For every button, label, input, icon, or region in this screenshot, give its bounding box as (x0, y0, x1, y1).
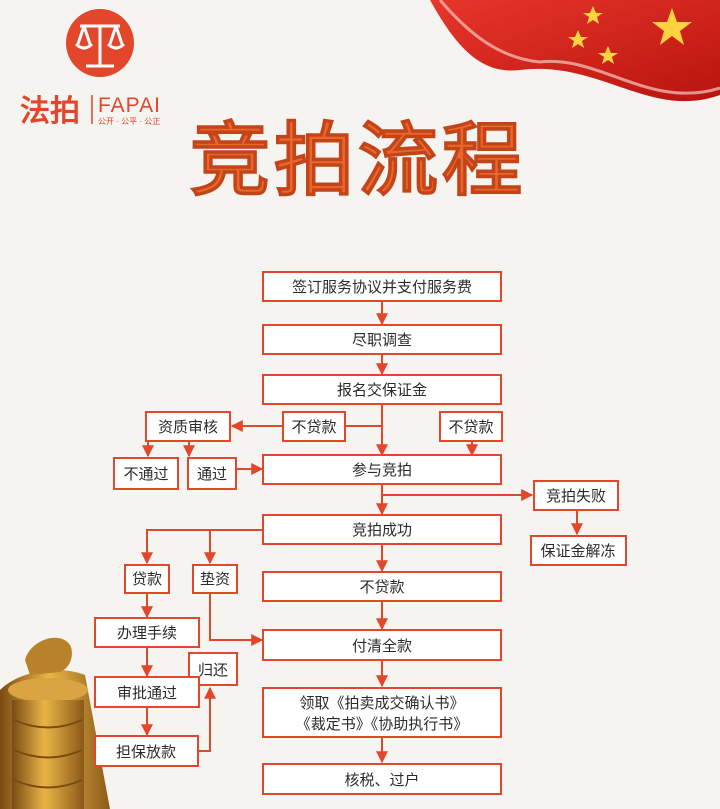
node-label: 垫资 (200, 570, 230, 588)
node-bid-success: 竞拍成功 (262, 514, 502, 545)
node-label-line1: 领取《拍卖成交确认书》 (299, 694, 464, 712)
red-flag-decoration (430, 0, 720, 102)
node-label: 报名交保证金 (337, 381, 427, 399)
node-label: 担保放款 (116, 743, 176, 761)
node-label: 办理手续 (117, 624, 177, 642)
node-due-diligence: 尽职调查 (262, 324, 502, 355)
node-no-loan-center: 不贷款 (262, 571, 502, 602)
node-label-line2: 《裁定书》《协助执行书》 (296, 715, 469, 733)
node-label: 竞拍成功 (352, 521, 412, 539)
node-label: 尽职调查 (352, 331, 412, 349)
node-sign-agreement: 签订服务协议并支付服务费 (262, 271, 502, 302)
node-label: 保证金解冻 (540, 542, 615, 560)
node-label: 审批通过 (117, 684, 177, 702)
node-approval: 审批通过 (94, 676, 200, 708)
node-deposit-unfreeze: 保证金解冻 (530, 535, 627, 566)
node-label: 竞拍失败 (546, 487, 606, 505)
huabiao-pillar-decoration (0, 637, 110, 809)
connectors (141, 301, 583, 764)
node-return: 归还 (188, 652, 238, 686)
logo-name-en: FAPAI (98, 94, 161, 117)
node-procedures: 办理手续 (94, 617, 200, 648)
node-loan: 贷款 (124, 564, 170, 594)
node-passed: 通过 (187, 457, 237, 490)
node-qualification-review: 资质审核 (145, 411, 231, 442)
node-label: 通过 (197, 465, 227, 483)
node-label: 签订服务协议并支付服务费 (292, 278, 472, 296)
node-label: 不贷款 (448, 418, 493, 436)
node-no-loan-left: 不贷款 (282, 411, 346, 442)
node-label: 资质审核 (158, 418, 218, 436)
node-label: 贷款 (132, 570, 162, 588)
node-bid-fail: 竞拍失败 (533, 480, 619, 511)
node-pay-full: 付清全款 (262, 629, 502, 661)
node-label: 付清全款 (352, 637, 412, 655)
node-label: 归还 (198, 661, 228, 679)
node-receive-documents: 领取《拍卖成交确认书》 《裁定书》《协助执行书》 (262, 687, 502, 738)
node-advance-funding: 垫资 (192, 564, 238, 594)
logo: 法拍 FAPAI 公开 · 公平 · 公正 (20, 9, 161, 129)
node-label: 不通过 (123, 465, 168, 483)
node-participate-bid: 参与竞拍 (262, 454, 502, 485)
star-icon (568, 6, 692, 64)
node-not-passed: 不通过 (113, 457, 179, 490)
node-no-loan-right: 不贷款 (439, 411, 503, 442)
node-guarantee-loan: 担保放款 (94, 735, 199, 767)
node-label: 不贷款 (291, 418, 336, 436)
node-label: 核税、过户 (344, 771, 419, 789)
node-register-deposit: 报名交保证金 (262, 374, 502, 405)
node-tax-transfer: 核税、过户 (262, 763, 502, 795)
nodes: 签订服务协议并支付服务费 尽职调查 报名交保证金 资质审核 不贷款 不贷款 不通… (94, 271, 627, 795)
node-label: 参与竞拍 (352, 461, 412, 479)
node-label: 不贷款 (359, 578, 404, 596)
logo-name-cn: 法拍 (20, 94, 80, 129)
page-title: 竞拍流程 (190, 114, 526, 207)
logo-tagline: 公开 · 公平 · 公正 (98, 117, 160, 126)
